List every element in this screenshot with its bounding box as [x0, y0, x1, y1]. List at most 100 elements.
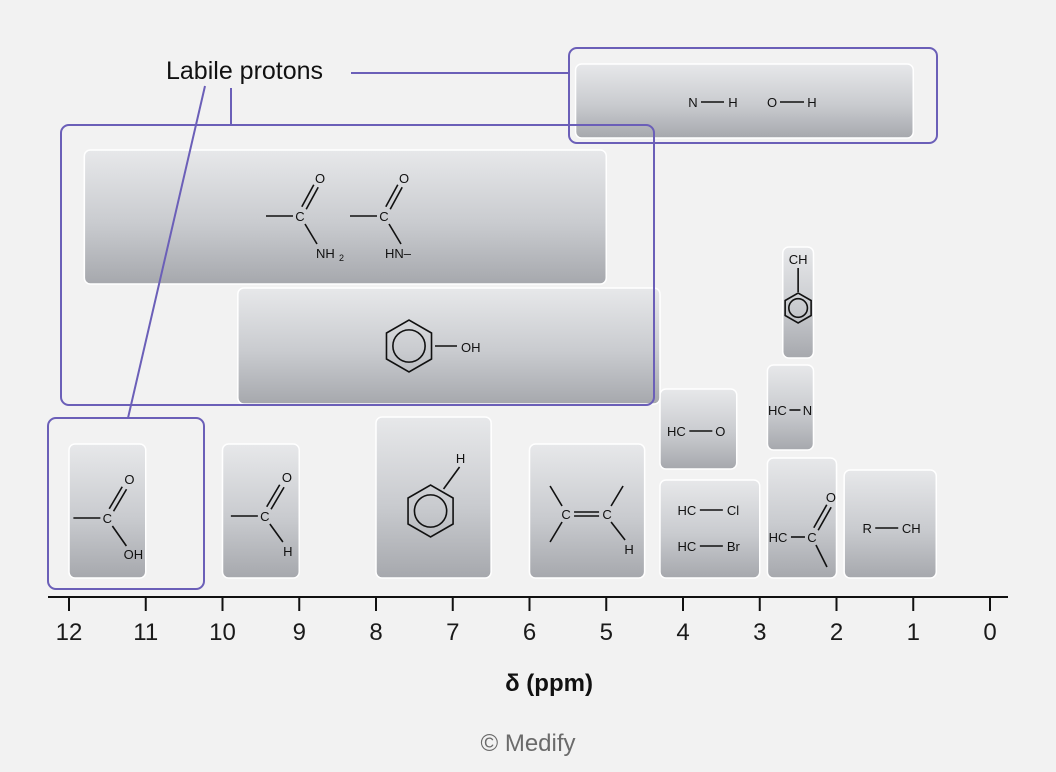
bond-line — [304, 223, 318, 245]
chem-label: HC — [677, 503, 696, 518]
chem-label: HC — [769, 530, 788, 545]
bond-line — [813, 504, 828, 529]
structure-aldehyde: COH — [230, 470, 293, 559]
x-tick-label: 3 — [753, 619, 766, 646]
bond-line — [610, 521, 626, 541]
chem-label: R — [863, 521, 872, 536]
structure-alkene: C C H — [549, 485, 634, 557]
x-tick-label: 0 — [983, 619, 996, 646]
range-box-alpha-carbonyl — [766, 457, 838, 579]
chem-label: NH — [316, 246, 335, 261]
chem-label: O — [826, 490, 836, 505]
chem-label: CH — [789, 252, 808, 267]
benzene-ring — [407, 484, 454, 538]
bond-line — [610, 485, 624, 507]
x-axis-title: δ (ppm) — [505, 670, 593, 697]
bond-line — [112, 488, 128, 512]
bond-line — [301, 184, 315, 208]
chem-label: H — [624, 542, 633, 557]
structure-aromatic: H — [407, 451, 465, 538]
bond-line — [442, 466, 461, 490]
chem-label: H — [807, 95, 816, 110]
chem-label: O — [399, 171, 409, 186]
chem-label: O — [767, 95, 777, 110]
x-tick-label: 8 — [369, 619, 382, 646]
chem-label: HC — [768, 403, 787, 418]
aromatic-circle — [413, 494, 448, 528]
range-box-amide — [83, 149, 608, 285]
bond-line — [108, 486, 123, 510]
bond-line — [549, 485, 563, 507]
chem-label: C — [103, 511, 112, 526]
chem-label: N — [803, 403, 812, 418]
x-tick-label: 5 — [600, 619, 613, 646]
chem-label: H — [283, 544, 292, 559]
range-box-alkyl — [843, 469, 938, 579]
bond-line — [389, 186, 403, 210]
chem-label: O — [715, 424, 725, 439]
chem-label: O — [124, 472, 134, 487]
x-tick-label: 12 — [56, 619, 83, 646]
chem-label: HC — [677, 539, 696, 554]
aromatic-circle — [392, 329, 426, 363]
bond-line — [817, 506, 832, 531]
chem-label: Cl — [727, 503, 739, 518]
benzene-ring — [784, 292, 812, 324]
chem-label: C — [602, 507, 611, 522]
range-box-HC-halogen — [659, 479, 761, 579]
x-tick-label: 2 — [830, 619, 843, 646]
range-box-carboxylic-acid — [68, 443, 147, 579]
credit-text: © Medify — [480, 730, 575, 757]
chem-label: C — [807, 530, 816, 545]
labile-frame-amine-alcohol — [568, 47, 938, 144]
bond-line — [388, 223, 402, 245]
x-tick-label: 7 — [446, 619, 459, 646]
structure-carboxylic-acid: C O OH — [73, 472, 143, 562]
chem-label: CH — [902, 521, 921, 536]
structure-alpha-carbonyl: HC C O — [769, 490, 836, 568]
chem-label: OH — [461, 340, 481, 355]
structure-hc-n: HC N — [768, 403, 812, 418]
aromatic-circle — [788, 297, 809, 319]
labile-protons-callout: Labile protons — [47, 47, 938, 590]
chem-label: H — [456, 451, 465, 466]
structure-phenol: OH — [385, 319, 481, 373]
structure-benzylic: CH — [784, 252, 812, 324]
bond-line — [111, 525, 128, 547]
range-box-HC-O — [659, 388, 738, 470]
range-box-alkene — [528, 443, 646, 579]
chem-label: HC — [667, 424, 686, 439]
structure-alkyl: R CH — [863, 521, 921, 536]
chem-label: C — [561, 507, 570, 522]
bond-line — [549, 521, 563, 543]
bond-line — [270, 486, 285, 510]
callout-leader — [127, 85, 206, 419]
structure-hc-o: HC O — [667, 424, 725, 439]
bond-line — [305, 186, 319, 210]
chem-label: Br — [727, 539, 741, 554]
chem-label: C — [295, 209, 304, 224]
chem-label: O — [282, 470, 292, 485]
range-boxes — [68, 63, 938, 579]
labile-frame-acid — [47, 417, 205, 590]
chem-label: O — [315, 171, 325, 186]
x-tick-label: 11 — [133, 619, 158, 646]
bond-line — [269, 523, 284, 543]
chem-label: C — [379, 209, 388, 224]
x-tick-label: 10 — [209, 619, 236, 646]
chem-label: OH — [124, 547, 144, 562]
range-box-benzylic — [782, 246, 815, 359]
x-tick-label: 9 — [293, 619, 306, 646]
benzene-ring — [385, 319, 433, 373]
labile-frame-amide-phenol — [60, 124, 655, 406]
range-box-aldehyde — [221, 443, 300, 579]
x-tick-label: 4 — [676, 619, 689, 646]
range-box-aromatic — [375, 416, 492, 579]
bond-line — [815, 544, 828, 568]
range-box-HC-N — [766, 364, 815, 451]
